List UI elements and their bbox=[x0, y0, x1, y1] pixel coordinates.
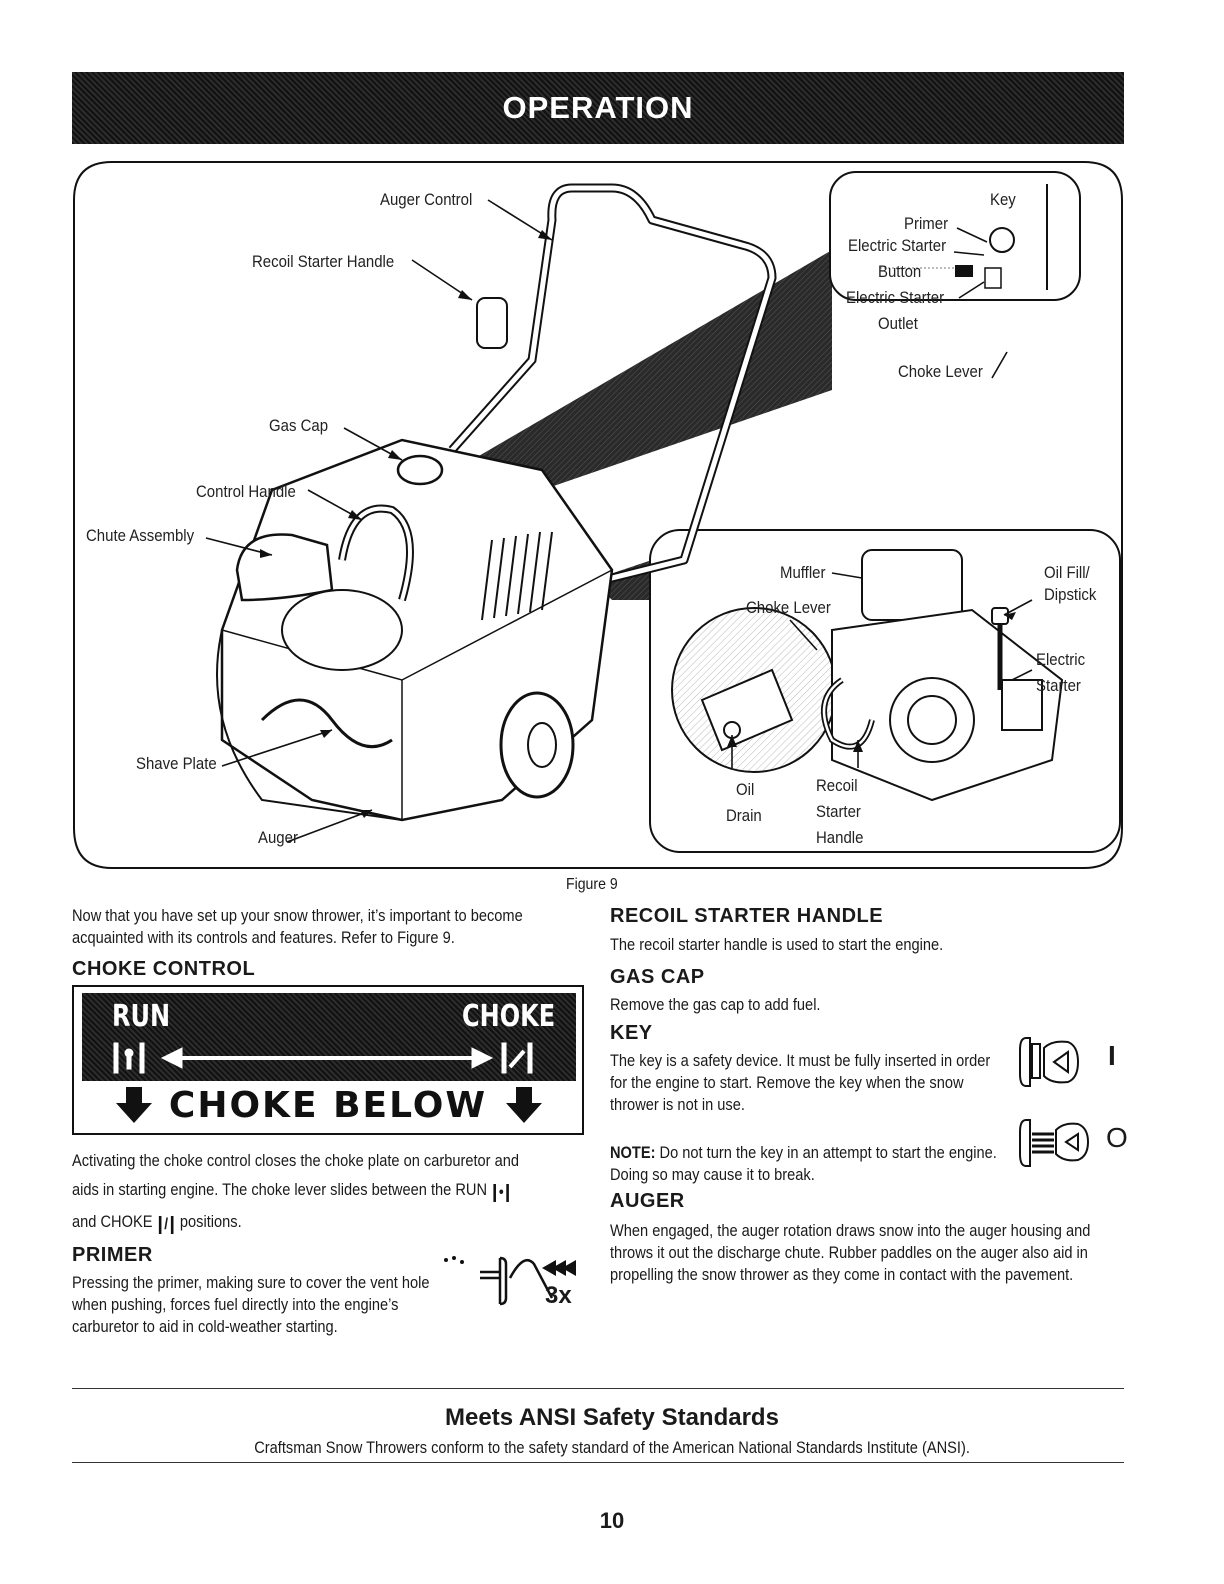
label-oil-fill: Oil Fill/ bbox=[1044, 563, 1090, 582]
recoil-starter-text: The recoil starter handle is used to sta… bbox=[610, 935, 944, 954]
label-electric-starter-button-line2: Button bbox=[878, 262, 922, 281]
key-heading: KEY bbox=[610, 1022, 653, 1044]
choke-decal: RUN CHOKE bbox=[82, 993, 576, 1081]
ansi-text-row: Craftsman Snow Throwers conform to the s… bbox=[0, 1438, 1224, 1458]
label-electric-starter: Electric bbox=[1036, 650, 1086, 669]
recoil-starter-heading: RECOIL STARTER HANDLE bbox=[610, 905, 884, 927]
choke-text-line3a: and CHOKE bbox=[72, 1212, 153, 1231]
section-title: OPERATION bbox=[502, 90, 694, 125]
choke-text-line1: Activating the choke control closes the … bbox=[72, 1151, 519, 1170]
figure-caption: Figure 9 bbox=[566, 876, 618, 893]
down-arrow-icon bbox=[506, 1087, 542, 1123]
primer-text: Pressing the primer, making sure to cove… bbox=[72, 1273, 430, 1336]
choke-label: CHOKE bbox=[462, 999, 556, 1034]
label-choke-lever-top: Choke Lever bbox=[898, 362, 983, 381]
key-off-symbol: O bbox=[1106, 1122, 1128, 1153]
label-primer: Primer bbox=[904, 214, 949, 233]
choke-control-graphic: RUN CHOKE CHOKE BELOW bbox=[72, 985, 584, 1135]
auger-heading: AUGER bbox=[610, 1190, 685, 1212]
key-on-symbol: I bbox=[1108, 1040, 1116, 1071]
label-electric-starter-outlet-line2: Outlet bbox=[878, 314, 918, 333]
key-note: NOTE: Do not turn the key in an attempt … bbox=[610, 1142, 1006, 1186]
primer-press-icon bbox=[444, 1256, 576, 1306]
run-symbol-icon: • bbox=[493, 1184, 509, 1202]
note-label: NOTE: bbox=[610, 1143, 656, 1162]
choke-below-label: CHOKE BELOW bbox=[168, 1085, 488, 1126]
run-choke-slider-icon bbox=[113, 1042, 533, 1074]
section-banner: OPERATION bbox=[72, 72, 1124, 144]
label-recoil-starter: Recoil bbox=[816, 776, 858, 795]
choke-text-line2: aids in starting engine. The choke lever… bbox=[72, 1180, 488, 1199]
label-choke-lever-engine: Choke Lever bbox=[746, 598, 831, 617]
divider-bottom bbox=[72, 1462, 1124, 1463]
primer-heading: PRIMER bbox=[72, 1244, 153, 1266]
auger-text: When engaged, the auger rotation draws s… bbox=[610, 1221, 1091, 1284]
key-removed-icon bbox=[1019, 1119, 1090, 1167]
label-oil-drain-line2: Drain bbox=[726, 806, 762, 825]
choke-text-line3b: positions. bbox=[179, 1212, 242, 1231]
label-recoil-starter-line3: Handle bbox=[816, 828, 864, 847]
label-recoil-starter-line2: Starter bbox=[816, 802, 861, 821]
label-electric-starter-outlet: Electric Starter bbox=[846, 288, 945, 307]
ansi-title: Meets ANSI Safety Standards bbox=[445, 1404, 779, 1431]
key-text: The key is a safety device. It must be f… bbox=[610, 1051, 991, 1114]
ansi-text: Craftsman Snow Throwers conform to the s… bbox=[254, 1438, 970, 1457]
choke-symbol-icon: / bbox=[159, 1216, 174, 1234]
primer-count: 3x bbox=[545, 1282, 572, 1309]
label-chute-assembly: Chute Assembly bbox=[86, 526, 195, 545]
label-oil-fill-line2: Dipstick bbox=[1044, 585, 1097, 604]
choke-control-heading: CHOKE CONTROL bbox=[72, 958, 256, 980]
snow-thrower-illustration bbox=[73, 161, 1123, 869]
label-shave-plate: Shave Plate bbox=[136, 754, 217, 773]
label-oil-drain: Oil bbox=[736, 780, 755, 799]
gas-cap-heading: GAS CAP bbox=[610, 966, 705, 988]
label-muffler: Muffler bbox=[780, 563, 826, 582]
label-electric-starter-line2: Starter bbox=[1036, 676, 1081, 695]
label-gas-cap: Gas Cap bbox=[269, 416, 329, 435]
note-text: Do not turn the key in an attempt to sta… bbox=[610, 1143, 997, 1184]
label-electric-starter-button: Electric Starter bbox=[848, 236, 947, 255]
label-control-handle: Control Handle bbox=[196, 482, 296, 501]
label-auger: Auger bbox=[258, 828, 298, 847]
choke-text-line3-row: and CHOKE / positions. bbox=[72, 1212, 242, 1234]
key-inserted-icon bbox=[1019, 1037, 1080, 1087]
label-recoil-starter-handle: Recoil Starter Handle bbox=[252, 252, 395, 271]
divider-top bbox=[72, 1388, 1124, 1389]
figure-9: Auger Control Recoil Starter Handle Gas … bbox=[72, 160, 1124, 870]
down-arrow-icon bbox=[116, 1087, 152, 1123]
page-number: 10 bbox=[599, 1508, 625, 1533]
label-key: Key bbox=[990, 190, 1016, 209]
gas-cap-text: Remove the gas cap to add fuel. bbox=[610, 995, 821, 1014]
choke-text-line2-row: aids in starting engine. The choke lever… bbox=[72, 1180, 588, 1202]
intro-text: Now that you have set up your snow throw… bbox=[72, 906, 523, 947]
label-auger-control: Auger Control bbox=[380, 190, 473, 209]
run-label: RUN bbox=[112, 999, 171, 1034]
